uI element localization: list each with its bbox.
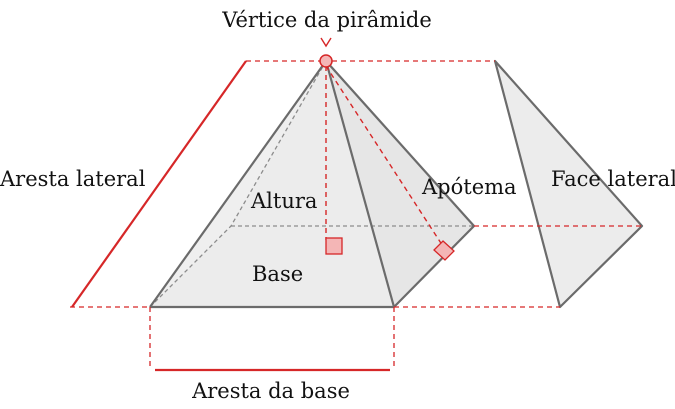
lateral-edge-measure [71, 60, 247, 308]
hidden-base-left-edge [149, 225, 232, 308]
height-label: Altura [250, 189, 317, 213]
apothem-right-angle-marker [433, 240, 455, 261]
lateral-edge-label: Aresta lateral [0, 167, 146, 191]
apothem-label: Apótema [421, 175, 517, 199]
vertex-label: Vértice da pirâmide [221, 8, 432, 32]
base-label: Base [252, 262, 303, 286]
lateral-edge-back-right [325, 60, 475, 227]
vertex-pointer [320, 37, 332, 48]
base-edge-right [393, 225, 475, 308]
base-edge-label: Aresta da base [191, 379, 350, 403]
height-right-angle-marker [325, 237, 343, 255]
hidden-lateral-edge [230, 60, 327, 227]
lateral-face-triangle [493, 59, 644, 309]
lateral-edge-front-left [149, 60, 327, 308]
apothem-line [325, 65, 449, 255]
lateral-face-label: Face lateral [551, 167, 675, 191]
lateral-edge-front-right [324, 60, 396, 308]
vertex-point [319, 54, 333, 68]
